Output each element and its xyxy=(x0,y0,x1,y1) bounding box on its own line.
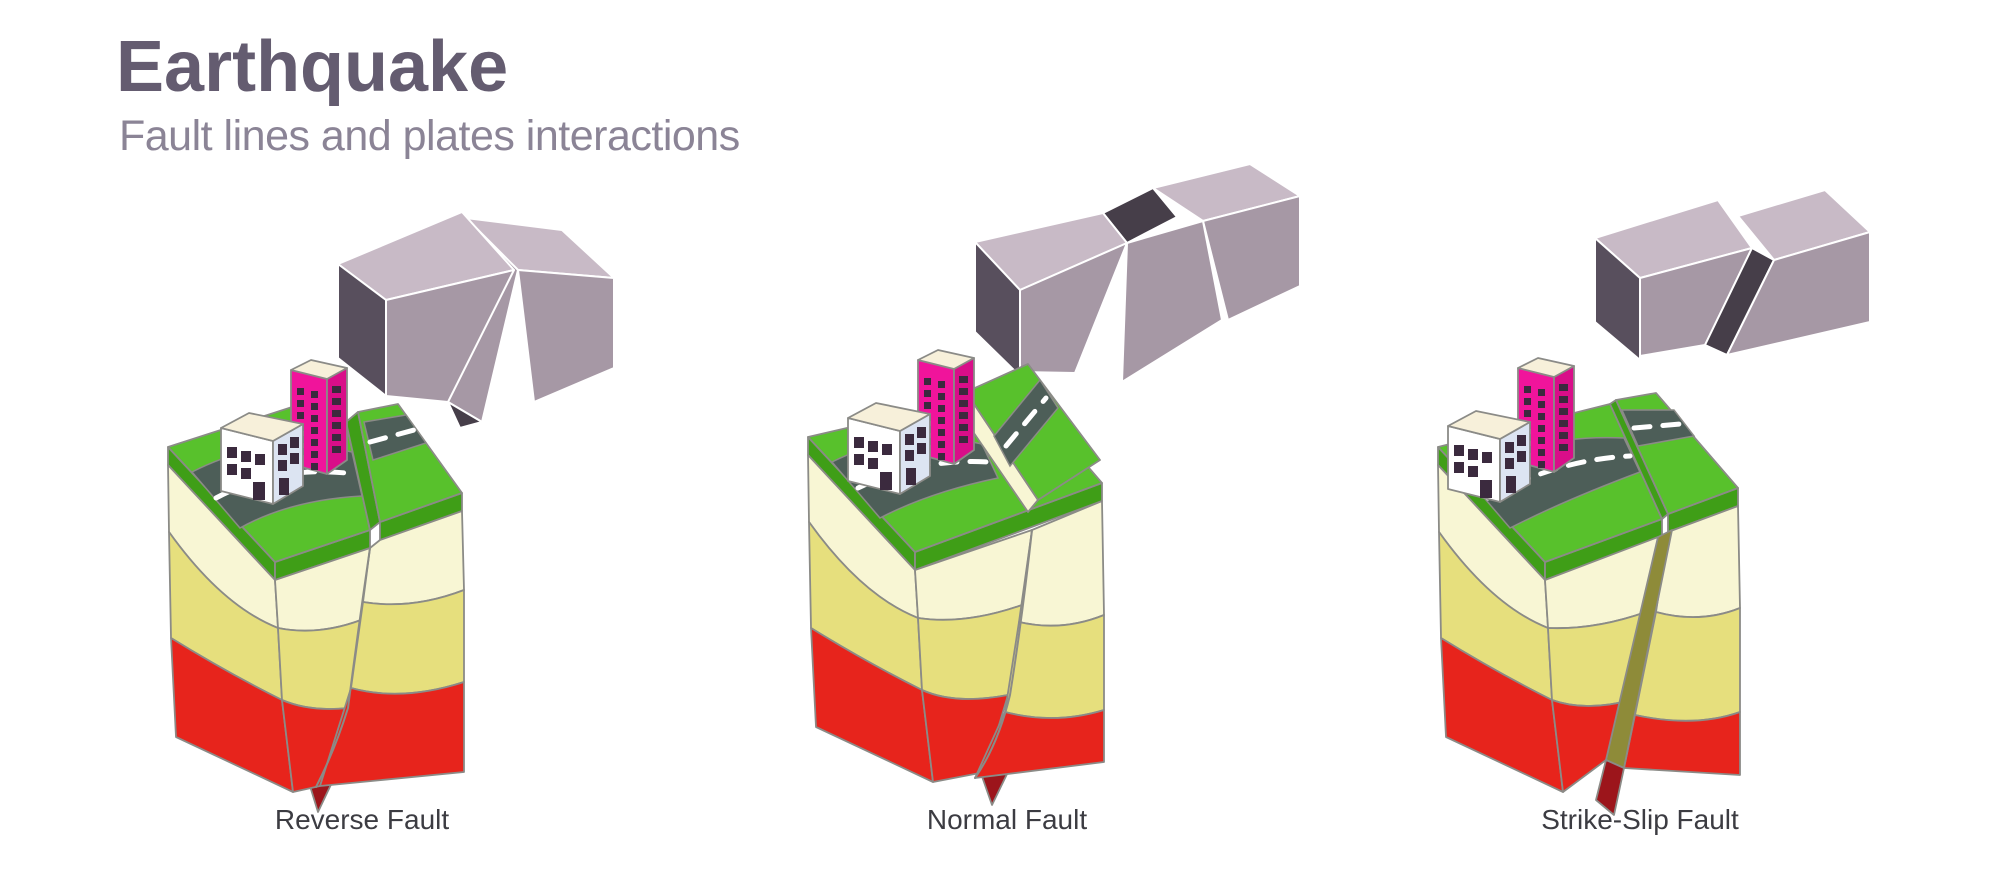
reverse-fault-diagram xyxy=(167,211,615,813)
plate-model-strike-slip xyxy=(1594,189,1871,361)
page-title: Earthquake xyxy=(116,27,509,107)
fault-wedge-bottom xyxy=(1595,759,1625,816)
fault-line-front xyxy=(315,547,371,788)
fault-label-reverse: Reverse Fault xyxy=(274,804,450,835)
fault-label-strike-slip: Strike-Slip Fault xyxy=(1541,804,1739,835)
road-centerline-hill xyxy=(1003,395,1049,449)
soil-red-front-right xyxy=(1623,711,1741,776)
page-subtitle: Fault lines and plates interactions xyxy=(119,112,740,160)
road-centerline-right xyxy=(1631,421,1683,431)
plate-model-reverse xyxy=(337,211,615,429)
fault-line-front xyxy=(974,529,1033,779)
geologic-block-reverse xyxy=(167,359,465,813)
geologic-block-normal xyxy=(807,349,1105,806)
plate-left-front xyxy=(1019,242,1128,374)
plate-right-front xyxy=(1202,195,1301,321)
plate-right-front xyxy=(517,269,615,403)
plate-fault-notch xyxy=(447,401,483,429)
plate-right-front xyxy=(1726,231,1871,356)
soil-yellow-front-left xyxy=(917,604,1023,700)
soil-red-front-right xyxy=(319,681,465,787)
road-right-segment xyxy=(363,414,428,461)
strike-slip-fault-diagram xyxy=(1437,189,1871,816)
plate-right-nose xyxy=(1121,220,1223,383)
geologic-block-strike-slip xyxy=(1437,357,1741,816)
soil-red-front-right-dropped xyxy=(974,709,1105,779)
normal-fault-diagram xyxy=(807,163,1301,806)
fault-label-normal: Normal Fault xyxy=(926,804,1088,835)
plate-model-normal xyxy=(974,163,1301,383)
soil-yellow-front-right xyxy=(350,589,465,695)
road-right-segment xyxy=(1620,409,1696,447)
plate-left-side xyxy=(1594,237,1641,361)
road-centerline-right xyxy=(367,427,417,445)
